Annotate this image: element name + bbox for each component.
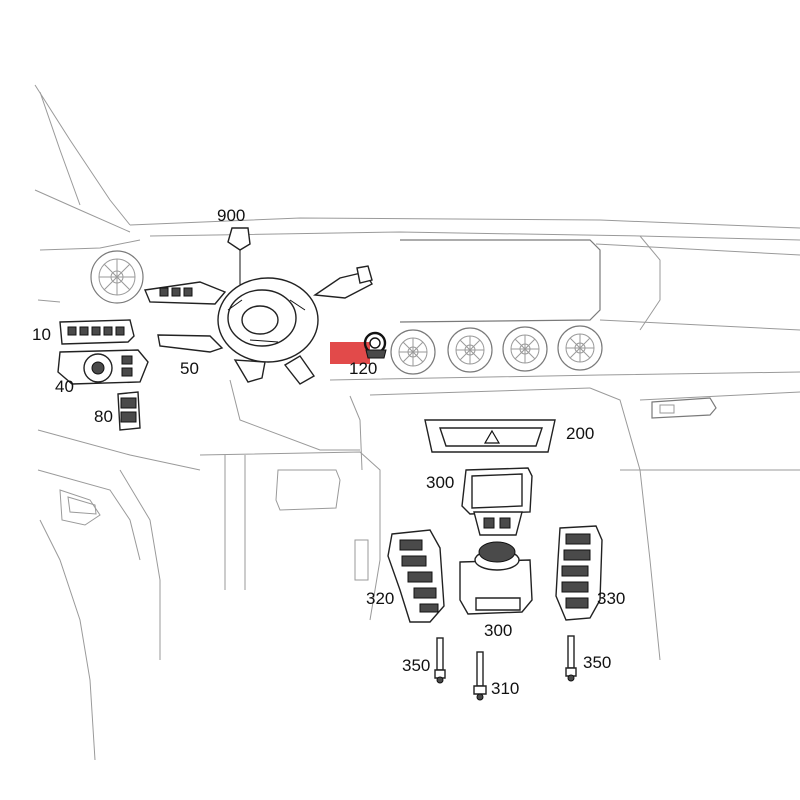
callout-10: 10 — [32, 325, 51, 344]
part-10-switch-panel — [59, 319, 135, 345]
callout-80: 80 — [94, 407, 113, 426]
callout-310: 310 — [491, 679, 519, 698]
callout-350-left: 350 — [402, 656, 430, 675]
callout-300-bottom: 300 — [484, 621, 512, 640]
part-200-hazard-switch-panel — [424, 419, 556, 453]
part-320-switch-block-left — [387, 529, 445, 623]
part-350-screw-left — [434, 637, 446, 684]
callout-350-right: 350 — [583, 653, 611, 672]
callout-320: 320 — [366, 589, 394, 608]
vent-icon — [447, 327, 493, 373]
part-120-ring-sensor — [330, 331, 387, 364]
part-300-rotary-controller — [459, 541, 533, 615]
part-40-light-switch — [57, 349, 149, 385]
vent-icon — [502, 326, 548, 372]
vent-icon — [557, 325, 603, 371]
callout-330: 330 — [597, 589, 625, 608]
callout-900: 900 — [217, 206, 245, 225]
vent-icon — [390, 329, 436, 375]
part-310-screw — [473, 651, 487, 701]
part-330-switch-block-right — [555, 525, 603, 621]
vent-icon — [90, 250, 144, 304]
warning-triangle-icon — [483, 429, 501, 444]
part-350-screw-right — [565, 635, 577, 682]
part-80-switch — [117, 391, 141, 431]
callout-120: 120 — [349, 359, 377, 378]
callout-40: 40 — [55, 377, 74, 396]
part-300-controller-upper — [461, 467, 533, 536]
callout-300-top: 300 — [426, 473, 454, 492]
callout-50: 50 — [180, 359, 199, 378]
part-900-steering-column-module — [144, 227, 373, 385]
highlight-marker — [330, 342, 370, 364]
callout-200: 200 — [566, 424, 594, 443]
dashboard-outline — [34, 84, 800, 761]
